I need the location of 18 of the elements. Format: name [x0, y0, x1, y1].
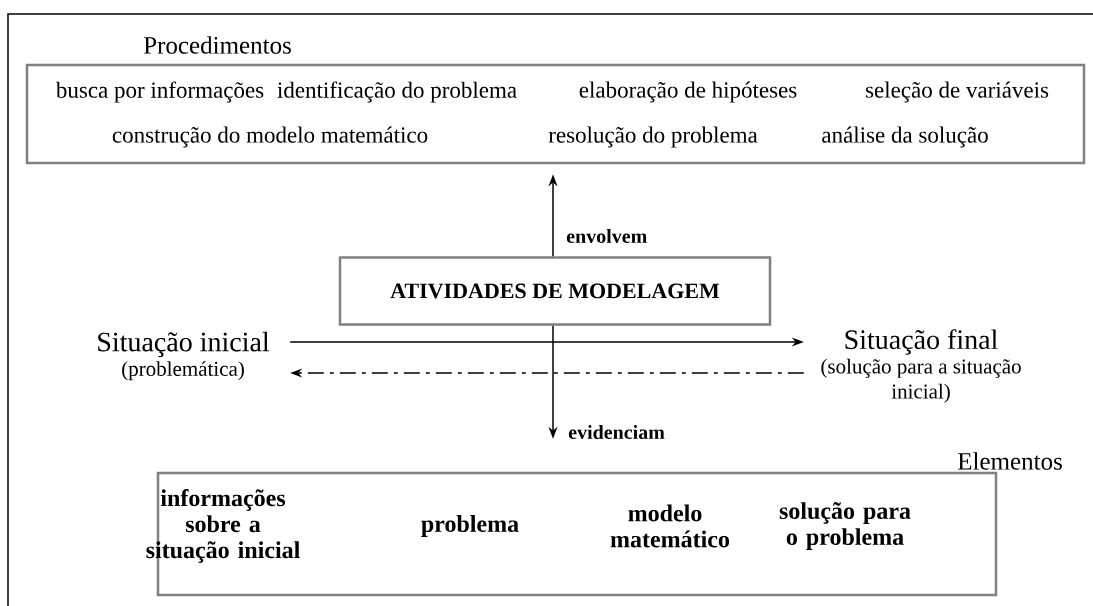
box-heading: Elementos — [957, 452, 1062, 470]
list-item: análise da solução — [822, 126, 988, 148]
list-item: elaboração de hipóteses — [579, 81, 797, 103]
list-item: problema — [421, 515, 519, 537]
edge-label: evidenciam — [567, 423, 666, 441]
list-item: identificação do problema — [277, 81, 517, 103]
list-item: seleção de variáveis — [866, 81, 1049, 103]
situation-label: Situação final (solução para a situação inicial) — [821, 329, 1021, 403]
list-item: construção do modelo matemático — [112, 126, 428, 148]
list-item: modelo matemático — [610, 504, 730, 548]
list-item: informações sobre a situação inicial — [146, 489, 300, 563]
list-item: resolução do problema — [548, 126, 758, 148]
situation-label: Situação inicial (problemática) — [98, 331, 270, 381]
box-heading: Procedimentos — [143, 36, 291, 54]
list-item: solução para o problema — [779, 502, 911, 550]
list-item: busca por informações — [55, 81, 264, 103]
activity-box: ATIVIDADES DE MODELAGEM — [338, 256, 772, 326]
edge-label: envolvem — [565, 227, 649, 245]
